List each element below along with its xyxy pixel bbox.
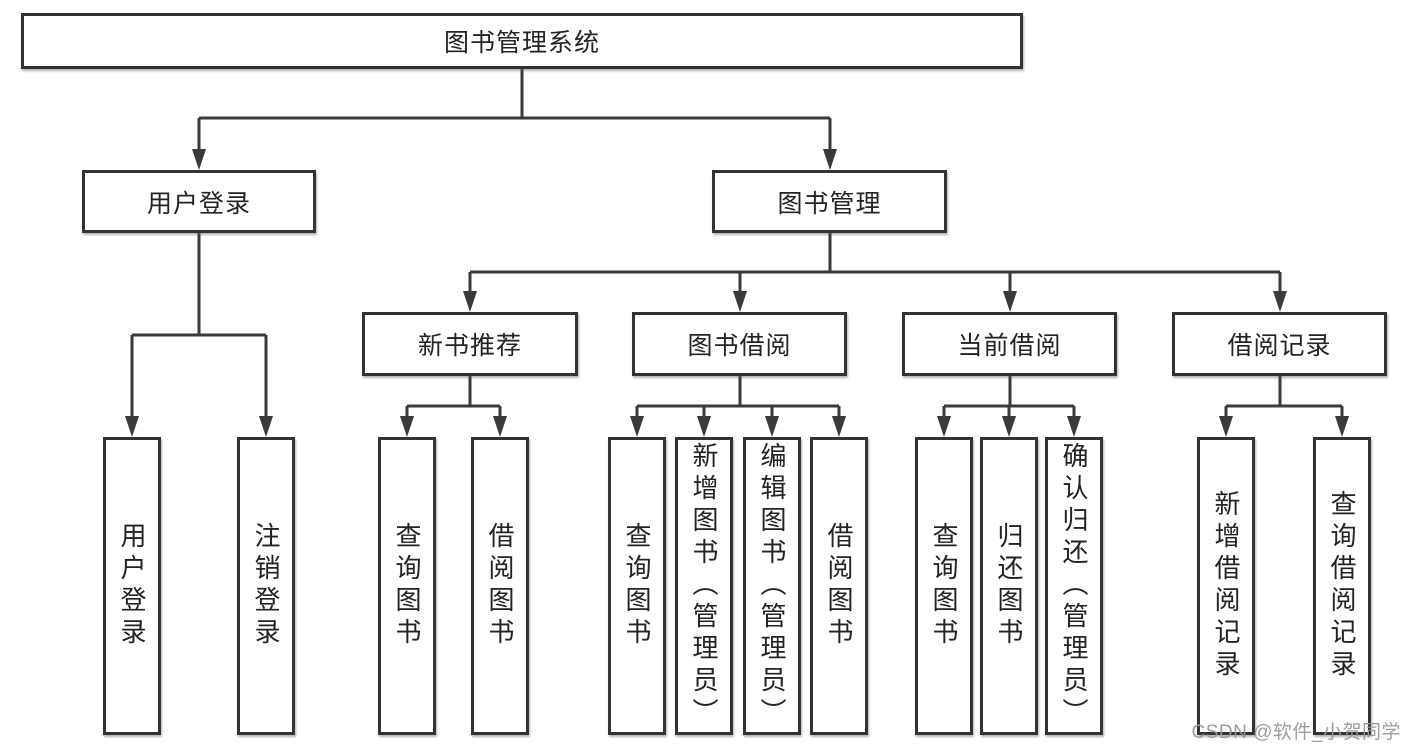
leaf-add-book-admin: 新增图书（管理员） xyxy=(675,437,733,735)
leaf-query-books-recommend: 查询图书 xyxy=(378,437,436,735)
leaf-add-borrow-record-label: 新增借阅记录 xyxy=(1211,490,1241,682)
leaf-query-borrow-record-label: 查询借阅记录 xyxy=(1327,490,1357,682)
leaf-edit-book-admin-label: 编辑图书（管理员） xyxy=(757,442,787,730)
leaf-edit-book-admin: 编辑图书（管理员） xyxy=(743,437,801,735)
node-borrow-records: 借阅记录 xyxy=(1172,312,1387,376)
leaf-confirm-return-admin: 确认归还（管理员） xyxy=(1045,437,1103,735)
node-current-borrow: 当前借阅 xyxy=(902,312,1117,376)
leaf-query-books-borrow-label: 查询图书 xyxy=(622,522,652,650)
leaf-confirm-return-admin-label: 确认归还（管理员） xyxy=(1059,442,1089,730)
watermark: CSDN @软件_小贺同学 xyxy=(1191,722,1401,743)
leaf-borrow-books-recommend-label: 借阅图书 xyxy=(485,522,515,650)
leaf-query-borrow-record: 查询借阅记录 xyxy=(1313,437,1371,735)
leaf-logout-label: 注销登录 xyxy=(251,522,281,650)
node-new-book-recommend: 新书推荐 xyxy=(362,312,578,376)
leaf-logout: 注销登录 xyxy=(237,437,295,735)
leaf-borrow-books-recommend: 借阅图书 xyxy=(471,437,529,735)
node-book-borrow: 图书借阅 xyxy=(632,312,847,376)
leaf-return-book: 归还图书 xyxy=(980,437,1038,735)
leaf-user-login-label: 用户登录 xyxy=(117,522,147,650)
leaf-query-books-current-label: 查询图书 xyxy=(929,522,959,650)
leaf-borrow-books-borrow-label: 借阅图书 xyxy=(824,522,854,650)
leaf-add-borrow-record: 新增借阅记录 xyxy=(1197,437,1255,735)
leaf-return-book-label: 归还图书 xyxy=(994,522,1024,650)
node-library-system: 图书管理系统 xyxy=(21,13,1023,69)
leaf-add-book-admin-label: 新增图书（管理员） xyxy=(689,442,719,730)
leaf-user-login: 用户登录 xyxy=(103,437,161,735)
node-user-login: 用户登录 xyxy=(82,170,316,233)
leaf-borrow-books-borrow: 借阅图书 xyxy=(810,437,868,735)
leaf-query-books-borrow: 查询图书 xyxy=(608,437,666,735)
node-book-management: 图书管理 xyxy=(712,170,947,233)
leaf-query-books-recommend-label: 查询图书 xyxy=(392,522,422,650)
leaf-query-books-current: 查询图书 xyxy=(915,437,973,735)
